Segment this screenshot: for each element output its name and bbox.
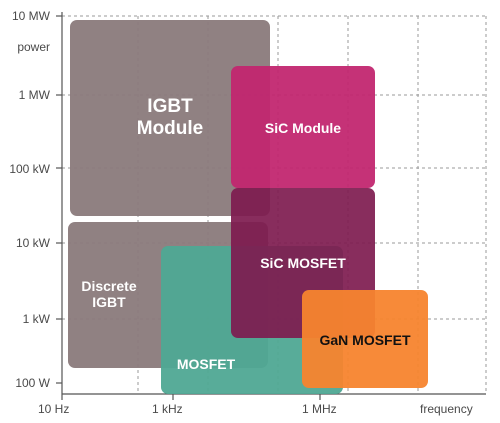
- discrete-igbt-label-line2: IGBT: [92, 294, 126, 311]
- sic-module-region: [231, 66, 375, 188]
- y-tick-1kw: 1 kW: [22, 312, 50, 326]
- discrete-igbt-label: Discrete IGBT: [70, 278, 148, 310]
- y-axis-title: power: [17, 40, 50, 54]
- x-tick-1khz: 1 kHz: [152, 402, 183, 416]
- sic-mosfet-label: SiC MOSFET: [260, 255, 346, 271]
- x-axis-title: frequency: [420, 402, 473, 416]
- x-tick-1mhz: 1 MHz: [302, 402, 337, 416]
- igbt-module-label-line1: IGBT: [147, 96, 193, 117]
- igbt-module-label-line2: Module: [136, 117, 204, 139]
- y-tick-100w: 100 W: [15, 376, 50, 390]
- y-tick-10mw: 10 MW: [11, 9, 50, 23]
- x-tick-10hz: 10 Hz: [38, 402, 70, 416]
- sic-module-label: SiC Module: [264, 120, 342, 136]
- igbt-module-label: IGBT Module: [130, 96, 210, 140]
- discrete-igbt-label-line1: Discrete: [81, 278, 137, 294]
- y-tick-100kw: 100 kW: [9, 162, 50, 176]
- mosfet-label: MOSFET: [176, 356, 236, 372]
- gan-mosfet-region: [302, 290, 428, 388]
- gan-mosfet-label: GaN MOSFET: [319, 332, 411, 348]
- y-tick-1mw: 1 MW: [18, 88, 50, 102]
- y-tick-10kw: 10 kW: [15, 236, 50, 250]
